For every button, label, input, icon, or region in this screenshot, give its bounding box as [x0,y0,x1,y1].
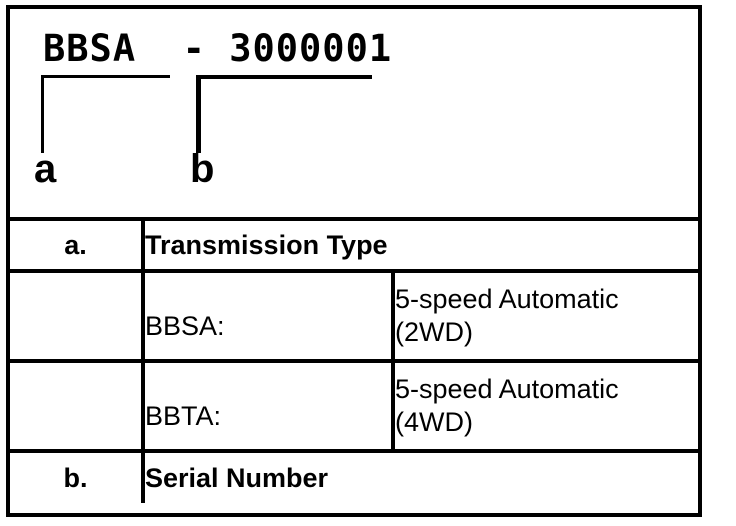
row-description-cell: 5-speed Automatic (2WD) [393,269,699,361]
row-description-label: 5-speed Automatic (2WD) [395,284,619,347]
legend-table: a. Transmission Type BBSA: 5-speed Autom… [10,217,699,503]
table-row: a. Transmission Type [10,217,699,271]
identification-number-diagram: BBSA - 3000001 a b [10,9,706,217]
row-title-label: Transmission Type [145,230,388,260]
callout-b-leader-vertical [196,75,201,153]
row-key-label: b. [63,463,88,493]
callout-a-label: a [34,147,57,191]
row-description-label: 5-speed Automatic (4WD) [395,374,619,437]
row-code-cell: BBSA: [143,269,395,361]
callout-b-leader-horizontal [196,75,372,79]
row-title-cell: Transmission Type [143,217,699,271]
diagram-table-frame: BBSA - 3000001 a b a. Tran [6,5,702,517]
table-row: BBSA: 5-speed Automatic (2WD) [10,269,699,361]
callout-a-leader-vertical [41,75,44,153]
row-description-cell: 5-speed Automatic (4WD) [393,359,699,451]
row-code-label: BBSA: [145,311,225,341]
row-code-label: BBTA: [145,401,222,431]
callout-a-leader-horizontal [41,75,170,78]
row-key-cell: b. [10,449,145,503]
table-row: b. Serial Number [10,449,699,503]
row-key-label: a. [64,230,87,260]
table-row: BBTA: 5-speed Automatic (4WD) [10,359,699,451]
row-title-label: Serial Number [145,463,329,493]
row-code-cell: BBTA: [143,359,395,451]
row-key-cell: a. [10,217,145,271]
transmission-number-example: BBSA - 3000001 [43,27,393,70]
row-key-cell [10,359,145,451]
row-key-cell [10,269,145,361]
callout-b-label: b [190,147,215,191]
row-title-cell: Serial Number [143,449,699,503]
